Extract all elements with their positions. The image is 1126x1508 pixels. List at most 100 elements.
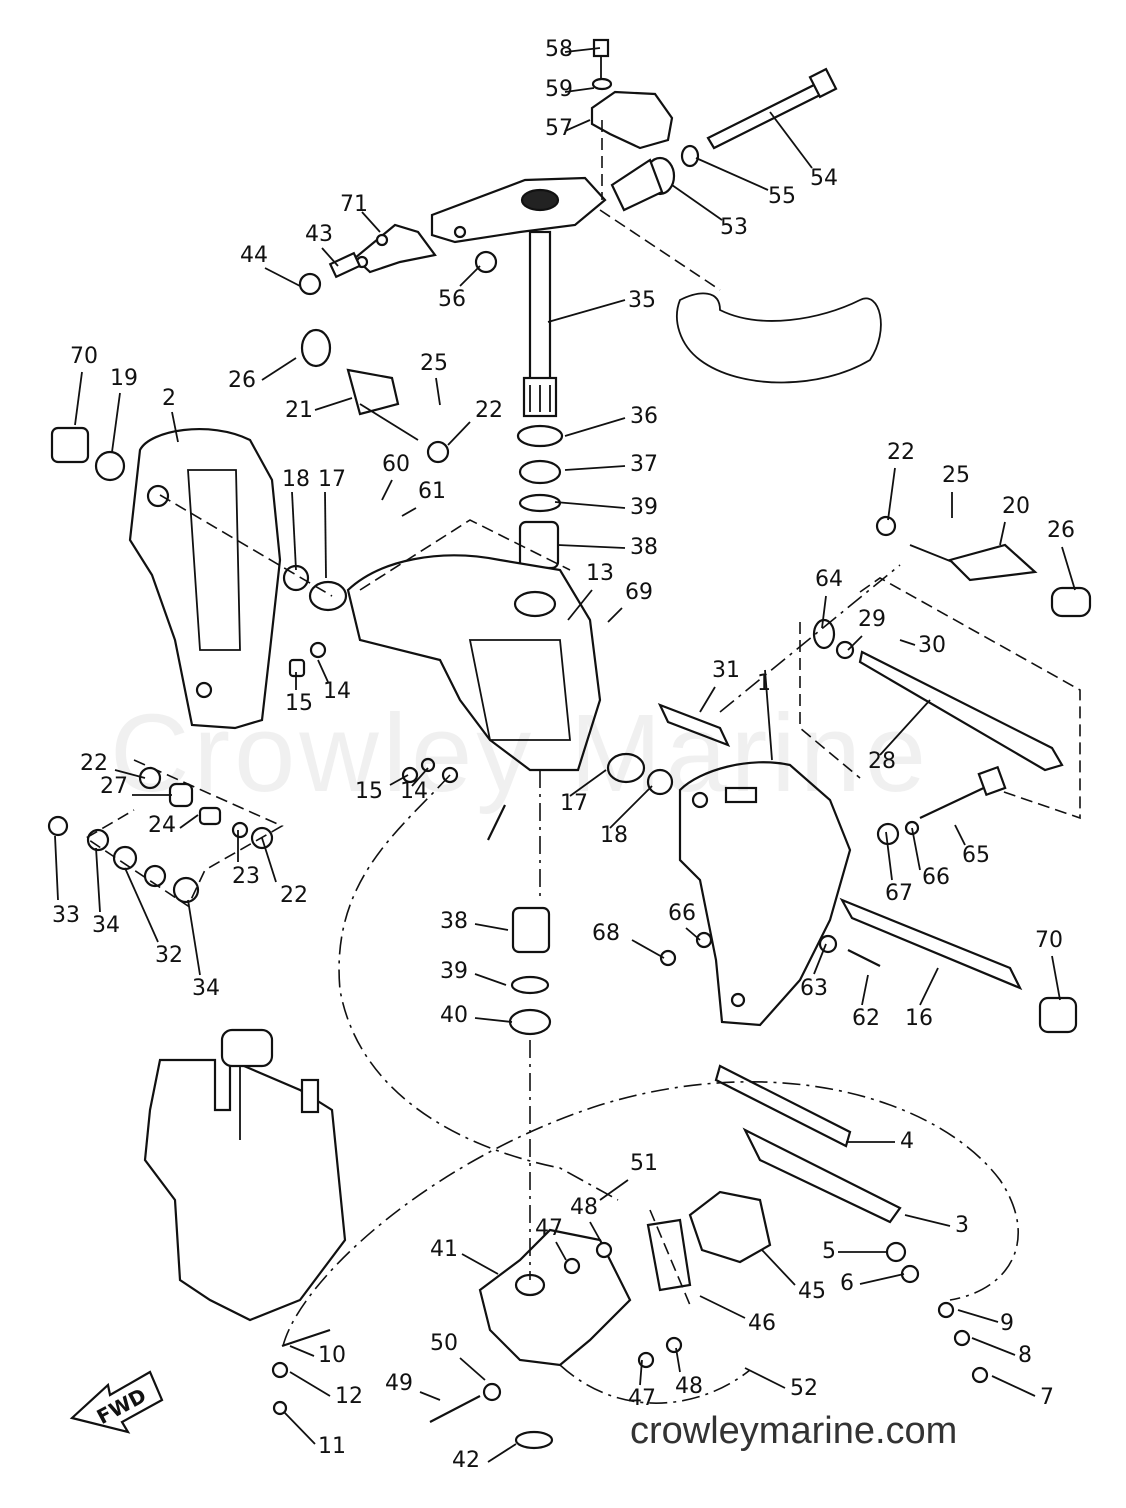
small-parts-14-15: [288, 641, 459, 784]
nuts-43-44-56: [298, 250, 498, 296]
leader-line-33: [54, 835, 59, 901]
part-number-59: 59: [545, 77, 573, 102]
bolt-54: [680, 67, 838, 168]
leader-line-8: [971, 1337, 1016, 1356]
leader-line-63: [813, 943, 827, 975]
leader-line-44: [264, 267, 301, 287]
bushing-17-18-right: [606, 752, 674, 796]
oring-39-lower: [510, 975, 550, 995]
part-number-65: 65: [962, 843, 990, 868]
part-number-51: 51: [630, 1151, 658, 1176]
part-number-16: 16: [905, 1006, 933, 1031]
leader-line-48b: [675, 1347, 681, 1373]
part-number-17b: 17: [560, 791, 588, 816]
bolt-65-washers: [876, 765, 1007, 846]
part-number-64: 64: [815, 567, 843, 592]
part-number-17: 17: [318, 467, 346, 492]
leader-line-3: [904, 1214, 951, 1227]
part-number-42: 42: [452, 1448, 480, 1473]
leader-line-2: [171, 411, 179, 443]
bracket-20: [875, 515, 1092, 618]
leader-line-56: [459, 265, 481, 287]
part-number-48b: 48: [675, 1374, 703, 1399]
part-number-5: 5: [822, 1239, 836, 1264]
leader-line-67: [885, 831, 893, 881]
leader-line-18b: [609, 785, 653, 829]
part-number-56: 56: [438, 287, 466, 312]
part-number-49: 49: [385, 1371, 413, 1396]
part-number-11: 11: [318, 1434, 346, 1459]
leader-line-28: [879, 699, 931, 756]
leader-line-31: [699, 686, 716, 713]
part-number-44: 44: [240, 243, 268, 268]
part-number-27: 27: [100, 774, 128, 799]
small-parts-10-12: [271, 1328, 331, 1416]
leader-line-22: [447, 421, 471, 446]
site-url-link[interactable]: crowleymarine.com: [630, 1410, 958, 1452]
leader-line-62: [861, 974, 869, 1006]
part-number-45: 45: [798, 1279, 826, 1304]
leader-line-35: [547, 299, 626, 323]
part-number-37: 37: [630, 452, 658, 477]
leader-line-6: [859, 1273, 905, 1285]
part-number-22b: 22: [887, 440, 915, 465]
leader-line-20: [999, 521, 1006, 546]
leader-line-52: [744, 1367, 786, 1389]
part-number-7: 7: [1040, 1385, 1054, 1410]
part-number-71: 71: [340, 192, 368, 217]
leader-line-47b: [639, 1359, 643, 1386]
leader-line-26b: [1061, 546, 1076, 591]
part-number-46: 46: [748, 1311, 776, 1336]
leader-line-12: [289, 1371, 331, 1397]
part-number-22d: 22: [280, 883, 308, 908]
part-number-40: 40: [440, 1003, 468, 1028]
leader-line-22d: [261, 837, 277, 883]
part-number-34b: 34: [192, 976, 220, 1001]
leader-line-18: [291, 491, 297, 571]
tilt-rod-28: [812, 618, 1064, 772]
lower-bracket-41: [478, 1228, 632, 1367]
part-number-26: 26: [228, 368, 256, 393]
anode-4: [714, 1064, 852, 1148]
leader-line-61: [401, 507, 417, 517]
leader-line-53: [671, 184, 723, 221]
bracket-71: [353, 223, 437, 274]
leader-line-25: [435, 377, 441, 406]
part-number-35: 35: [628, 288, 656, 313]
part-number-69: 69: [625, 580, 653, 605]
part-number-39b: 39: [440, 959, 468, 984]
part-number-47b: 47: [628, 1386, 656, 1411]
leader-line-13: [567, 589, 593, 621]
part-number-26b: 26: [1047, 518, 1075, 543]
part-number-34: 34: [92, 913, 120, 938]
fwd-arrow-icon: FWD: [69, 1370, 164, 1434]
part-number-63: 63: [800, 976, 828, 1001]
leader-line-65: [954, 824, 966, 846]
part-number-38b: 38: [440, 909, 468, 934]
swivel-bracket-13: [346, 554, 602, 772]
leader-line-68: [631, 939, 665, 959]
leader-line-19: [111, 392, 121, 453]
part-number-23: 23: [232, 864, 260, 889]
leader-line-66b: [685, 927, 701, 941]
leader-line-24: [179, 814, 199, 829]
part-number-20: 20: [1002, 494, 1030, 519]
leader-line-36: [564, 417, 626, 437]
watermark: Crowley Marine: [110, 692, 931, 815]
part-number-14: 14: [323, 679, 351, 704]
leader-line-45: [761, 1249, 796, 1286]
switch-45-46: [646, 1190, 772, 1292]
leader-line-69: [607, 607, 623, 623]
anode-3: [742, 1127, 902, 1224]
leader-line-39b: [474, 973, 507, 986]
tilt-tube-16: [839, 897, 1078, 1034]
part-number-43: 43: [305, 222, 333, 247]
leader-line-49: [419, 1391, 441, 1401]
part-number-54: 54: [810, 166, 838, 191]
leader-line-9: [957, 1309, 999, 1323]
steering-shaft-35: [522, 230, 558, 418]
part-number-53: 53: [720, 215, 748, 240]
leader-line-58: [564, 47, 601, 53]
leader-line-43: [321, 247, 339, 267]
